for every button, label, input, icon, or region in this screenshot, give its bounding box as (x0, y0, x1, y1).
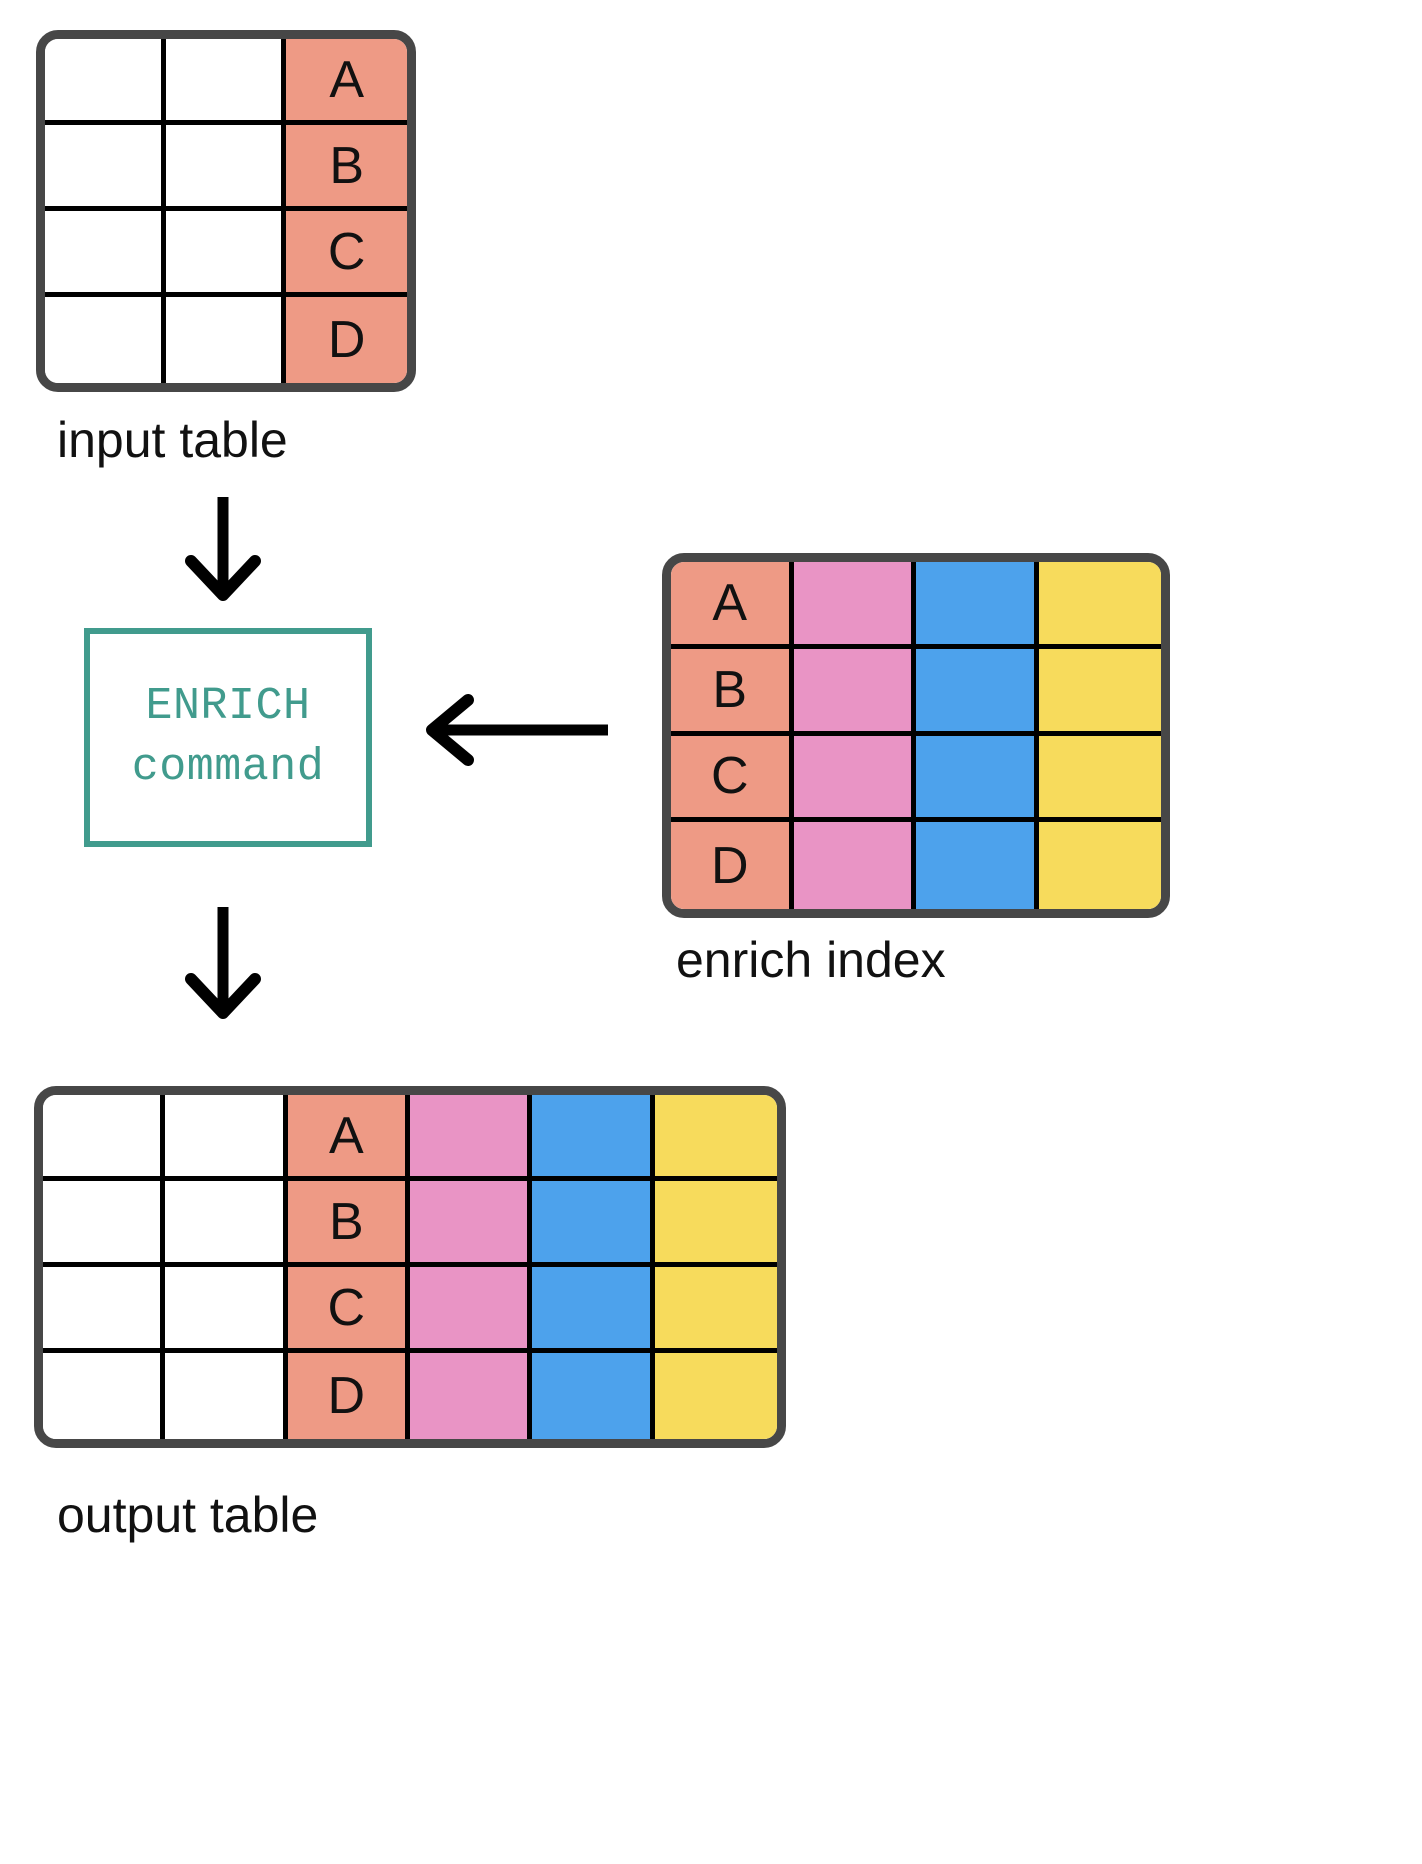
table-cell (1038, 822, 1161, 909)
table-cell-key: A (286, 39, 407, 125)
table-cell (532, 1181, 655, 1267)
table-cell (654, 1095, 777, 1181)
table-cell (165, 211, 287, 297)
output-table-caption: output table (57, 1487, 319, 1543)
table-cell (793, 822, 916, 909)
table-cell (45, 39, 166, 125)
table-cell-key: C (287, 1267, 410, 1353)
table-cell-key: A (671, 562, 794, 649)
table-cell (165, 1267, 288, 1353)
enrich-index-table: A B C D (662, 553, 1170, 918)
table-cell-key: B (286, 125, 407, 211)
table-cell-key: C (671, 735, 794, 823)
table-cell (45, 297, 166, 383)
table-cell (654, 1267, 777, 1353)
input-table-caption: input table (57, 412, 288, 468)
output-table: A B C D (34, 1086, 786, 1448)
table-cell (916, 735, 1039, 823)
table-cell-key: A (287, 1095, 410, 1181)
table-cell (165, 1181, 288, 1267)
table-cell (916, 822, 1039, 909)
table-cell (165, 1095, 288, 1181)
table-cell (43, 1181, 166, 1267)
table-cell (410, 1095, 533, 1181)
table-cell (793, 562, 916, 649)
table-cell (410, 1353, 533, 1439)
enrich-command-box[interactable]: ENRICH command (84, 628, 372, 847)
table-cell (1038, 562, 1161, 649)
table-cell (793, 735, 916, 823)
table-cell (916, 562, 1039, 649)
table-cell (410, 1267, 533, 1353)
command-name: ENRICH (145, 680, 311, 732)
table-cell (45, 211, 166, 297)
table-cell-key: C (286, 211, 407, 297)
table-cell (165, 39, 287, 125)
table-cell (43, 1267, 166, 1353)
enrich-index-caption: enrich index (676, 932, 946, 988)
table-cell (165, 125, 287, 211)
table-cell (793, 648, 916, 736)
arrow-down-command-to-output (185, 907, 261, 1019)
table-cell (45, 125, 166, 211)
table-cell (1038, 648, 1161, 736)
table-cell-key: D (286, 297, 407, 383)
table-cell (165, 297, 287, 383)
table-cell-key: D (287, 1353, 410, 1439)
arrow-left-index-to-command (426, 694, 608, 766)
table-cell-key: B (671, 648, 794, 736)
table-cell (43, 1095, 166, 1181)
arrow-down-input-to-command (185, 497, 261, 601)
table-cell (410, 1181, 533, 1267)
table-cell (916, 648, 1039, 736)
command-subtitle: command (131, 741, 325, 793)
table-cell-key: D (671, 822, 794, 909)
table-cell (532, 1095, 655, 1181)
table-cell (654, 1181, 777, 1267)
table-cell (532, 1267, 655, 1353)
table-cell (43, 1353, 166, 1439)
table-cell (1038, 735, 1161, 823)
table-cell (165, 1353, 288, 1439)
table-cell-key: B (287, 1181, 410, 1267)
input-table: A B C D (36, 30, 416, 392)
table-cell (654, 1353, 777, 1439)
table-cell (532, 1353, 655, 1439)
